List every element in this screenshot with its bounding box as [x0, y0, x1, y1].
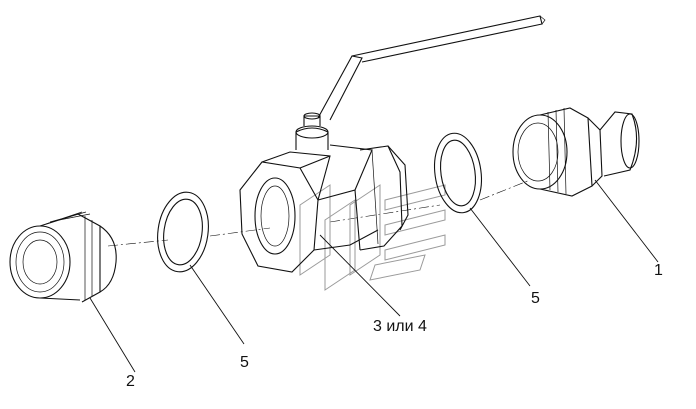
- leader-line-2: [89, 297, 136, 373]
- leader-line-1: [594, 179, 659, 263]
- callout-5-left: 5: [240, 354, 249, 371]
- part-5-gasket-right: [434, 132, 482, 214]
- watermark-logo: [299, 184, 446, 291]
- callout-5-right: 5: [531, 290, 540, 307]
- leader-line-5-right: [469, 207, 531, 287]
- callout-2: 2: [126, 373, 135, 390]
- part-2-union-fitting: [9, 211, 117, 303]
- part-5-gasket-left: [157, 191, 209, 273]
- center-axis-line: [107, 179, 531, 247]
- callout-3-or-4: 3 или 4: [373, 318, 427, 335]
- callout-1: 1: [654, 262, 663, 279]
- part-3-4-ball-valve: [239, 15, 546, 273]
- part-1-union-fitting: [512, 107, 640, 197]
- leader-line-5-left: [189, 264, 245, 345]
- leader-line-3: [319, 234, 401, 317]
